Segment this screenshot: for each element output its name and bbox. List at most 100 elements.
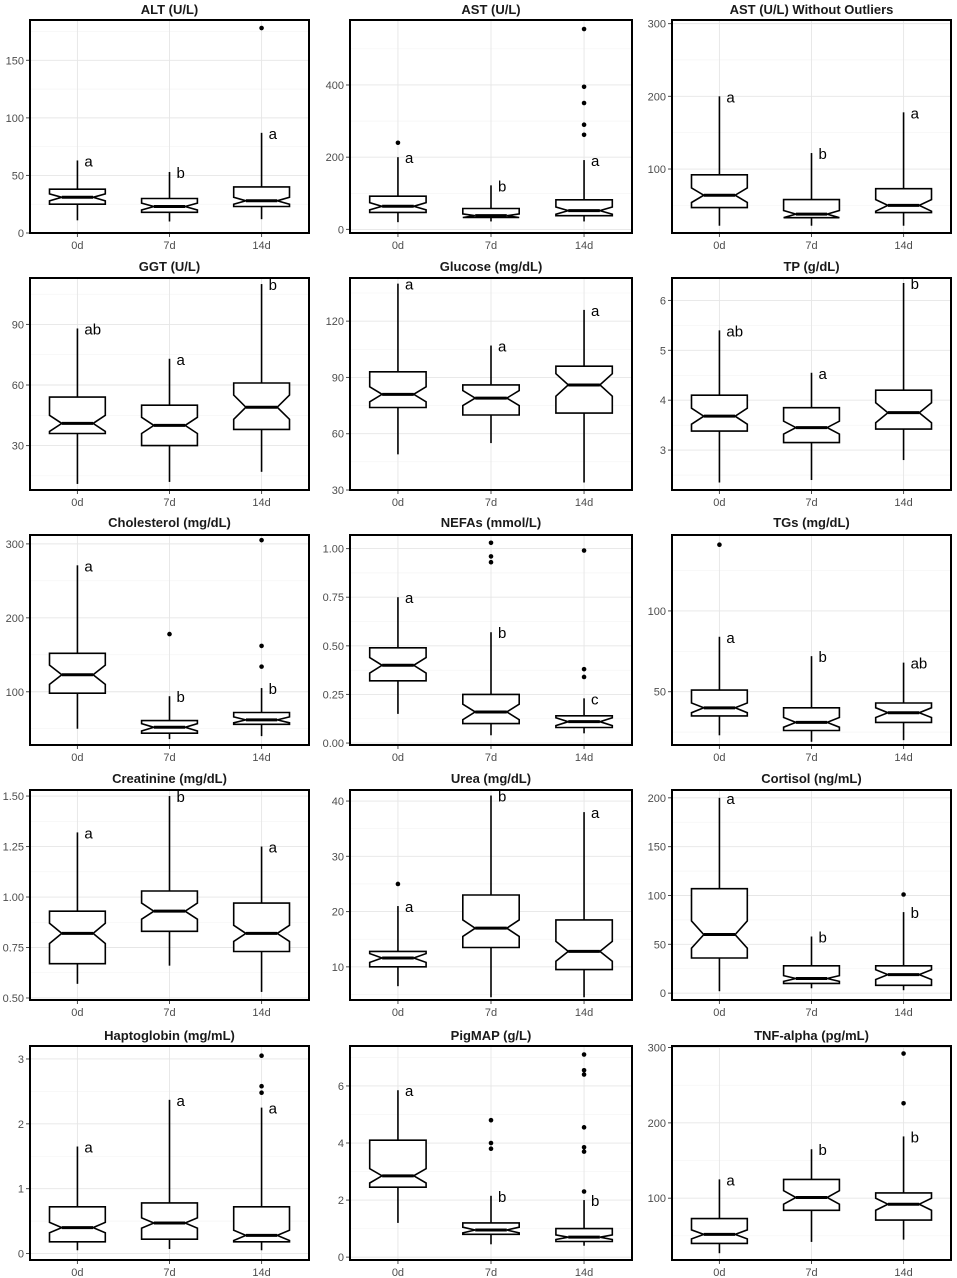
- panel-title: TP (g/dL): [783, 259, 839, 274]
- panel-frame: [29, 19, 310, 234]
- panel-frame: [349, 534, 633, 746]
- x-tick-label: 0d: [392, 240, 404, 252]
- x-tick-label: 0d: [713, 497, 725, 509]
- y-tick-label: 1.00: [3, 892, 24, 904]
- significance-letter: b: [269, 681, 277, 698]
- significance-letter: b: [498, 1189, 506, 1206]
- panel-title: Cholesterol (mg/dL): [108, 515, 231, 530]
- panel-title: TGs (mg/dL): [773, 515, 850, 530]
- x-tick-label: 14d: [252, 240, 270, 252]
- x-tick-label: 0d: [392, 1007, 404, 1019]
- y-tick-label: 1: [18, 1184, 24, 1196]
- box-7d: [461, 894, 521, 949]
- outlier-point: [717, 542, 722, 547]
- y-tick-label: 30: [332, 485, 344, 497]
- box-0d: [48, 396, 107, 435]
- box-14d: [232, 186, 291, 208]
- panel-frame: [349, 19, 633, 234]
- outlier-point: [259, 537, 264, 543]
- box-0d: [368, 370, 427, 409]
- y-tick-label: 1.50: [3, 791, 24, 803]
- panel-title: AST (U/L) Without Outliers: [730, 2, 894, 17]
- significance-letter: b: [819, 649, 827, 666]
- panel-frame: [29, 534, 310, 746]
- y-tick-label: 30: [12, 441, 24, 453]
- significance-letter: c: [591, 691, 599, 708]
- outlier-point: [259, 1083, 264, 1089]
- significance-letter: b: [911, 1129, 919, 1146]
- outlier-point: [581, 1125, 587, 1130]
- x-tick-label: 7d: [805, 752, 817, 764]
- box-0d: [690, 1217, 749, 1245]
- x-tick-label: 7d: [805, 240, 817, 252]
- outlier-point: [581, 1067, 587, 1073]
- significance-letter: a: [84, 558, 93, 575]
- panel-frame: [29, 277, 310, 491]
- box-0d: [48, 910, 107, 965]
- panel-3: AST (U/L) Without Outliers100200300a0db7…: [648, 2, 952, 252]
- x-tick-label: 7d: [805, 497, 817, 509]
- x-tick-label: 14d: [575, 752, 593, 764]
- box-7d: [782, 1178, 841, 1212]
- x-tick-label: 0d: [71, 240, 83, 252]
- y-tick-label: 50: [12, 170, 24, 182]
- y-tick-label: 100: [648, 606, 666, 618]
- significance-letter: b: [177, 789, 185, 806]
- significance-letter: a: [177, 1093, 186, 1110]
- box-0d: [690, 887, 749, 959]
- significance-letter: a: [726, 791, 735, 808]
- outlier-point: [901, 1051, 906, 1056]
- box-14d: [555, 919, 614, 971]
- y-tick-label: 200: [648, 1118, 666, 1130]
- y-tick-label: 300: [648, 1043, 666, 1055]
- x-tick-label: 14d: [894, 240, 912, 252]
- panel-frame: [349, 1045, 633, 1261]
- panel-title: Cortisol (ng/mL): [761, 771, 861, 786]
- y-tick-label: 5: [660, 345, 666, 357]
- panel-title: PigMAP (g/L): [451, 1028, 532, 1043]
- y-tick-label: 200: [648, 793, 666, 805]
- outlier-point: [488, 559, 494, 565]
- y-tick-label: 2: [18, 1119, 24, 1131]
- significance-letter: a: [84, 1140, 93, 1157]
- y-tick-label: 0.50: [323, 641, 344, 653]
- x-tick-label: 14d: [252, 752, 270, 764]
- panel-title: Creatinine (mg/dL): [112, 771, 227, 786]
- panel-frame: [29, 789, 310, 1001]
- y-tick-label: 40: [332, 796, 344, 808]
- outlier-point: [395, 140, 401, 146]
- outlier-point: [581, 132, 587, 138]
- y-tick-label: 3: [18, 1054, 24, 1066]
- outlier-point: [581, 1189, 587, 1194]
- significance-letter: ab: [84, 321, 101, 338]
- x-tick-label: 7d: [805, 1267, 817, 1278]
- outlier-point: [488, 554, 494, 559]
- significance-letter: a: [591, 153, 600, 170]
- outlier-point: [581, 1072, 587, 1077]
- y-tick-label: 0.75: [323, 592, 344, 604]
- box-14d: [555, 365, 614, 414]
- x-tick-label: 14d: [575, 1267, 593, 1278]
- box-14d: [874, 187, 933, 214]
- box-0d: [368, 1139, 427, 1188]
- y-tick-label: 1.25: [3, 842, 24, 854]
- box-0d: [48, 652, 107, 695]
- y-tick-label: 200: [6, 613, 24, 625]
- box-14d: [874, 1192, 933, 1221]
- x-tick-label: 7d: [163, 497, 175, 509]
- x-tick-label: 14d: [252, 497, 270, 509]
- y-tick-label: 60: [12, 380, 24, 392]
- box-7d: [140, 1202, 199, 1240]
- y-tick-label: 400: [326, 80, 344, 92]
- y-tick-label: 2: [338, 1195, 344, 1207]
- significance-letter: a: [726, 630, 735, 647]
- y-tick-label: 0: [660, 988, 666, 1000]
